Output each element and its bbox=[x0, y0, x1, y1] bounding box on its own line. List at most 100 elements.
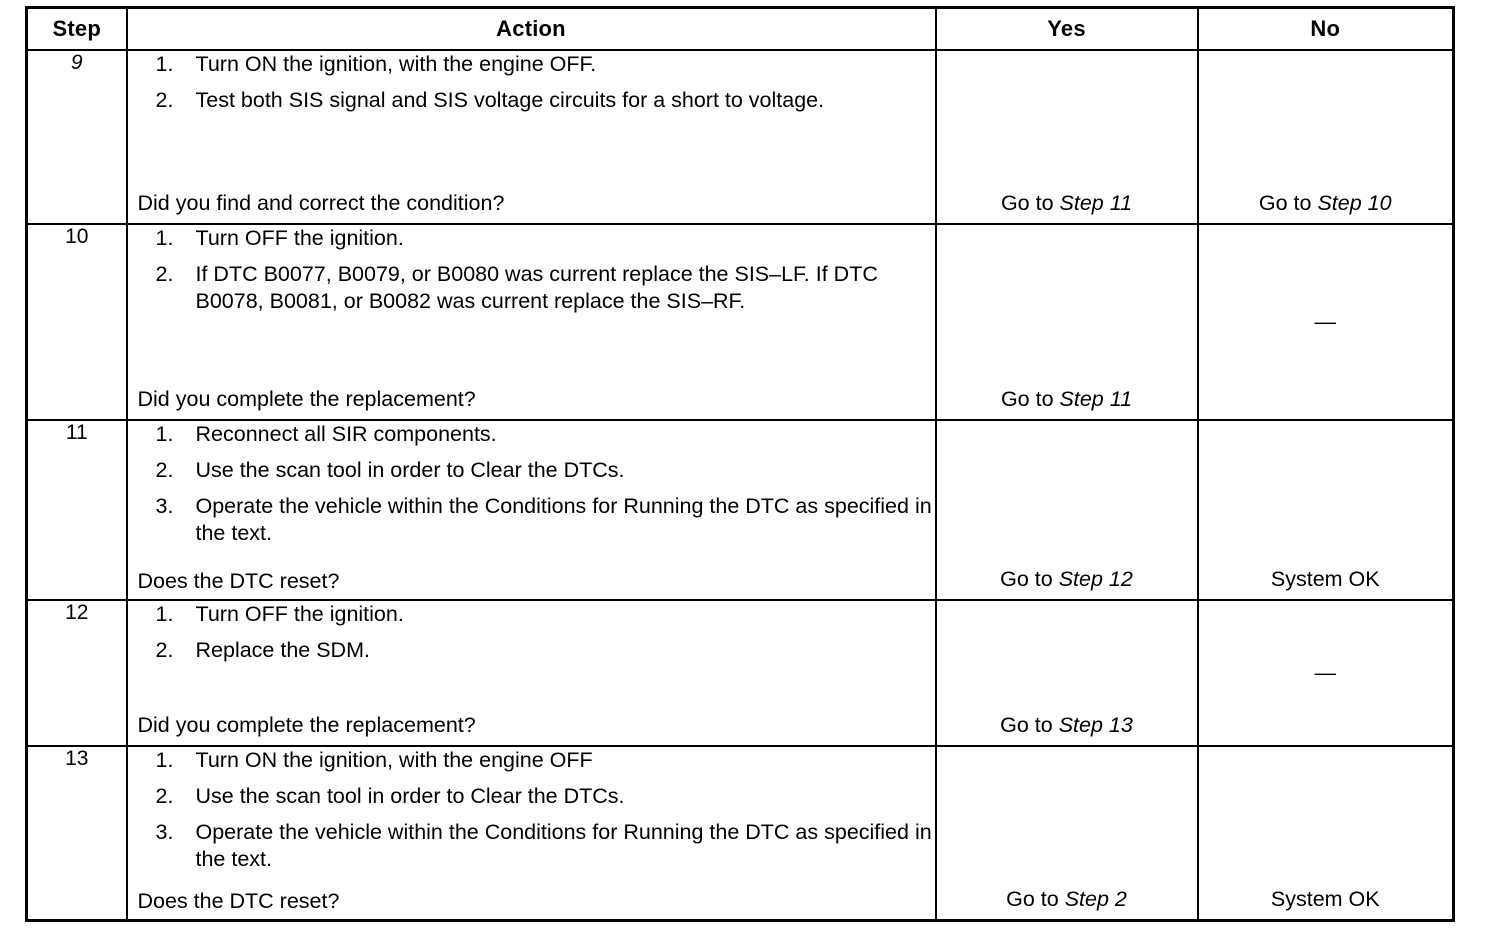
action-step-item: 2. Test both SIS signal and SIS voltage c… bbox=[128, 87, 935, 114]
step-number: 9 bbox=[25, 49, 128, 225]
step-number: 13 bbox=[25, 745, 128, 922]
dash-placeholder: — bbox=[1314, 309, 1337, 334]
step-number: 12 bbox=[25, 599, 128, 747]
action-step-number: 2. bbox=[155, 458, 174, 482]
step-number: 10 bbox=[25, 223, 128, 421]
goto-step-reference: Step 11 bbox=[1059, 387, 1133, 411]
column-header-action: Action bbox=[125, 6, 937, 51]
goto-step-reference: Step 11 bbox=[1059, 191, 1133, 215]
goto-prefix: Go to bbox=[1000, 713, 1059, 737]
goto-prefix: Go to bbox=[1000, 191, 1060, 215]
action-step-item: 1. Turn ON the ignition, with the engine … bbox=[128, 747, 935, 774]
action-step-list: 1. Turn ON the ignition, with the engine … bbox=[128, 747, 935, 873]
table-row: 12 1. Turn OFF the ignition. 2. Replace the … bbox=[25, 599, 1455, 747]
action-step-item: 2. Replace the SDM. bbox=[128, 637, 935, 664]
action-question: Does the DTC reset? bbox=[137, 569, 340, 593]
action-step-item: 1. Turn ON the ignition, with the engine … bbox=[128, 51, 935, 78]
column-header-yes: Yes bbox=[934, 6, 1199, 51]
diagnostic-table-page: Step Action Yes No 9 1. Turn ON the igniti… bbox=[25, 6, 1455, 922]
goto-step-reference: Step 13 bbox=[1058, 713, 1133, 737]
step-number: 11 bbox=[25, 419, 128, 601]
action-step-number: 1. bbox=[155, 748, 174, 772]
action-step-number: 3. bbox=[155, 494, 174, 518]
action-step-number: 2. bbox=[155, 262, 174, 286]
action-step-item: 3. Operate the vehicle within the Conditi… bbox=[128, 819, 935, 873]
goto-step-reference: Step 10 bbox=[1317, 191, 1392, 215]
result-value: Go to Step 13 bbox=[937, 712, 1197, 739]
table-row: 11 1. Reconnect all SIR components. 2. Use t… bbox=[25, 419, 1455, 601]
goto-prefix: Go to bbox=[1000, 387, 1060, 411]
action-step-text: Operate the vehicle within the Condition… bbox=[195, 494, 932, 545]
action-step-item: 1. Reconnect all SIR components. bbox=[128, 421, 935, 448]
action-cell: 1. Turn ON the ignition, with the engine … bbox=[125, 745, 937, 922]
action-step-list: 1. Turn OFF the ignition. 2. If DTC B0077, … bbox=[128, 225, 935, 315]
no-result-cell: System OK bbox=[1196, 745, 1455, 922]
action-step-text: Operate the vehicle within the Condition… bbox=[195, 820, 932, 871]
no-result-cell: — bbox=[1196, 223, 1455, 421]
action-step-number: 3. bbox=[155, 820, 174, 844]
action-step-number: 1. bbox=[155, 52, 174, 76]
result-value: Go to Step 11 bbox=[937, 190, 1197, 217]
action-cell: 1. Turn OFF the ignition. 2. If DTC B0077, … bbox=[125, 223, 937, 421]
action-step-text: Use the scan tool in order to Clear the … bbox=[195, 784, 625, 808]
table-row: 9 1. Turn ON the ignition, with the engine… bbox=[25, 49, 1455, 225]
action-cell: 1. Turn ON the ignition, with the engine … bbox=[125, 49, 937, 225]
table-header: Step Action Yes No bbox=[25, 6, 1455, 51]
yes-result-cell: Go to Step 11 bbox=[934, 49, 1199, 225]
table-header-row: Step Action Yes No bbox=[25, 6, 1455, 51]
table-row: 10 1. Turn OFF the ignition. 2. If DTC B0077… bbox=[25, 223, 1455, 421]
yes-result-cell: Go to Step 2 bbox=[934, 745, 1199, 922]
action-cell: 1. Reconnect all SIR components. 2. Use the… bbox=[125, 419, 937, 601]
result-value: Go to Step 10 bbox=[1199, 190, 1453, 217]
action-step-text: Test both SIS signal and SIS voltage cir… bbox=[195, 88, 825, 112]
action-question: Did you find and correct the condition? bbox=[137, 191, 505, 215]
action-step-item: 1. Turn OFF the ignition. bbox=[128, 601, 935, 628]
action-step-item: 2. If DTC B0077, B0079, or B0080 was curr… bbox=[128, 261, 935, 315]
action-step-text: Turn ON the ignition, with the engine OF… bbox=[195, 748, 593, 772]
action-step-item: 1. Turn OFF the ignition. bbox=[128, 225, 935, 252]
action-step-number: 1. bbox=[155, 226, 174, 250]
action-step-number: 2. bbox=[155, 784, 174, 808]
action-step-number: 2. bbox=[155, 88, 174, 112]
action-step-number: 2. bbox=[155, 638, 174, 662]
no-result-cell: System OK bbox=[1196, 419, 1455, 601]
action-step-number: 1. bbox=[155, 602, 174, 626]
result-value: Go to Step 12 bbox=[937, 566, 1197, 593]
dash-placeholder: — bbox=[1314, 660, 1337, 685]
action-question: Does the DTC reset? bbox=[137, 889, 340, 913]
action-step-text: Turn OFF the ignition. bbox=[195, 226, 404, 250]
result-value: System OK bbox=[1270, 567, 1380, 591]
action-step-number: 1. bbox=[155, 422, 174, 446]
action-step-text: Turn ON the ignition, with the engine OF… bbox=[195, 52, 597, 76]
yes-result-cell: Go to Step 11 bbox=[934, 223, 1199, 421]
diagnostic-procedure-table: Step Action Yes No 9 1. Turn ON the igniti… bbox=[25, 6, 1455, 922]
goto-step-reference: Step 12 bbox=[1058, 567, 1133, 591]
column-header-no: No bbox=[1196, 6, 1455, 51]
result-value: System OK bbox=[1270, 887, 1380, 911]
action-step-text: Reconnect all SIR components. bbox=[195, 422, 497, 446]
action-question: Did you complete the replacement? bbox=[137, 387, 476, 411]
no-result-cell: Go to Step 10 bbox=[1196, 49, 1455, 225]
action-step-item: 3. Operate the vehicle within the Conditi… bbox=[128, 493, 935, 547]
action-step-text: Replace the SDM. bbox=[195, 638, 370, 662]
no-result-cell: — bbox=[1196, 599, 1455, 747]
action-question: Did you complete the replacement? bbox=[137, 713, 476, 737]
yes-result-cell: Go to Step 13 bbox=[934, 599, 1199, 747]
goto-prefix: Go to bbox=[1000, 567, 1059, 591]
goto-step-reference: Step 2 bbox=[1064, 887, 1127, 911]
action-step-item: 2. Use the scan tool in order to Clear th… bbox=[128, 783, 935, 810]
action-cell: 1. Turn OFF the ignition. 2. Replace the SD… bbox=[125, 599, 937, 747]
goto-prefix: Go to bbox=[1006, 887, 1065, 911]
action-step-list: 1. Turn ON the ignition, with the engine … bbox=[128, 51, 935, 114]
action-step-text: Use the scan tool in order to Clear the … bbox=[195, 458, 625, 482]
action-step-text: If DTC B0077, B0079, or B0080 was curren… bbox=[195, 262, 878, 313]
column-header-step: Step bbox=[25, 6, 128, 51]
goto-prefix: Go to bbox=[1258, 191, 1318, 215]
result-value: Go to Step 11 bbox=[937, 386, 1197, 413]
action-step-text: Turn OFF the ignition. bbox=[195, 602, 404, 626]
result-value: Go to Step 2 bbox=[937, 886, 1197, 913]
yes-result-cell: Go to Step 12 bbox=[934, 419, 1199, 601]
action-step-list: 1. Turn OFF the ignition. 2. Replace the SD… bbox=[128, 601, 935, 664]
table-body: 9 1. Turn ON the ignition, with the engine… bbox=[25, 49, 1455, 922]
action-step-list: 1. Reconnect all SIR components. 2. Use the… bbox=[128, 421, 935, 547]
